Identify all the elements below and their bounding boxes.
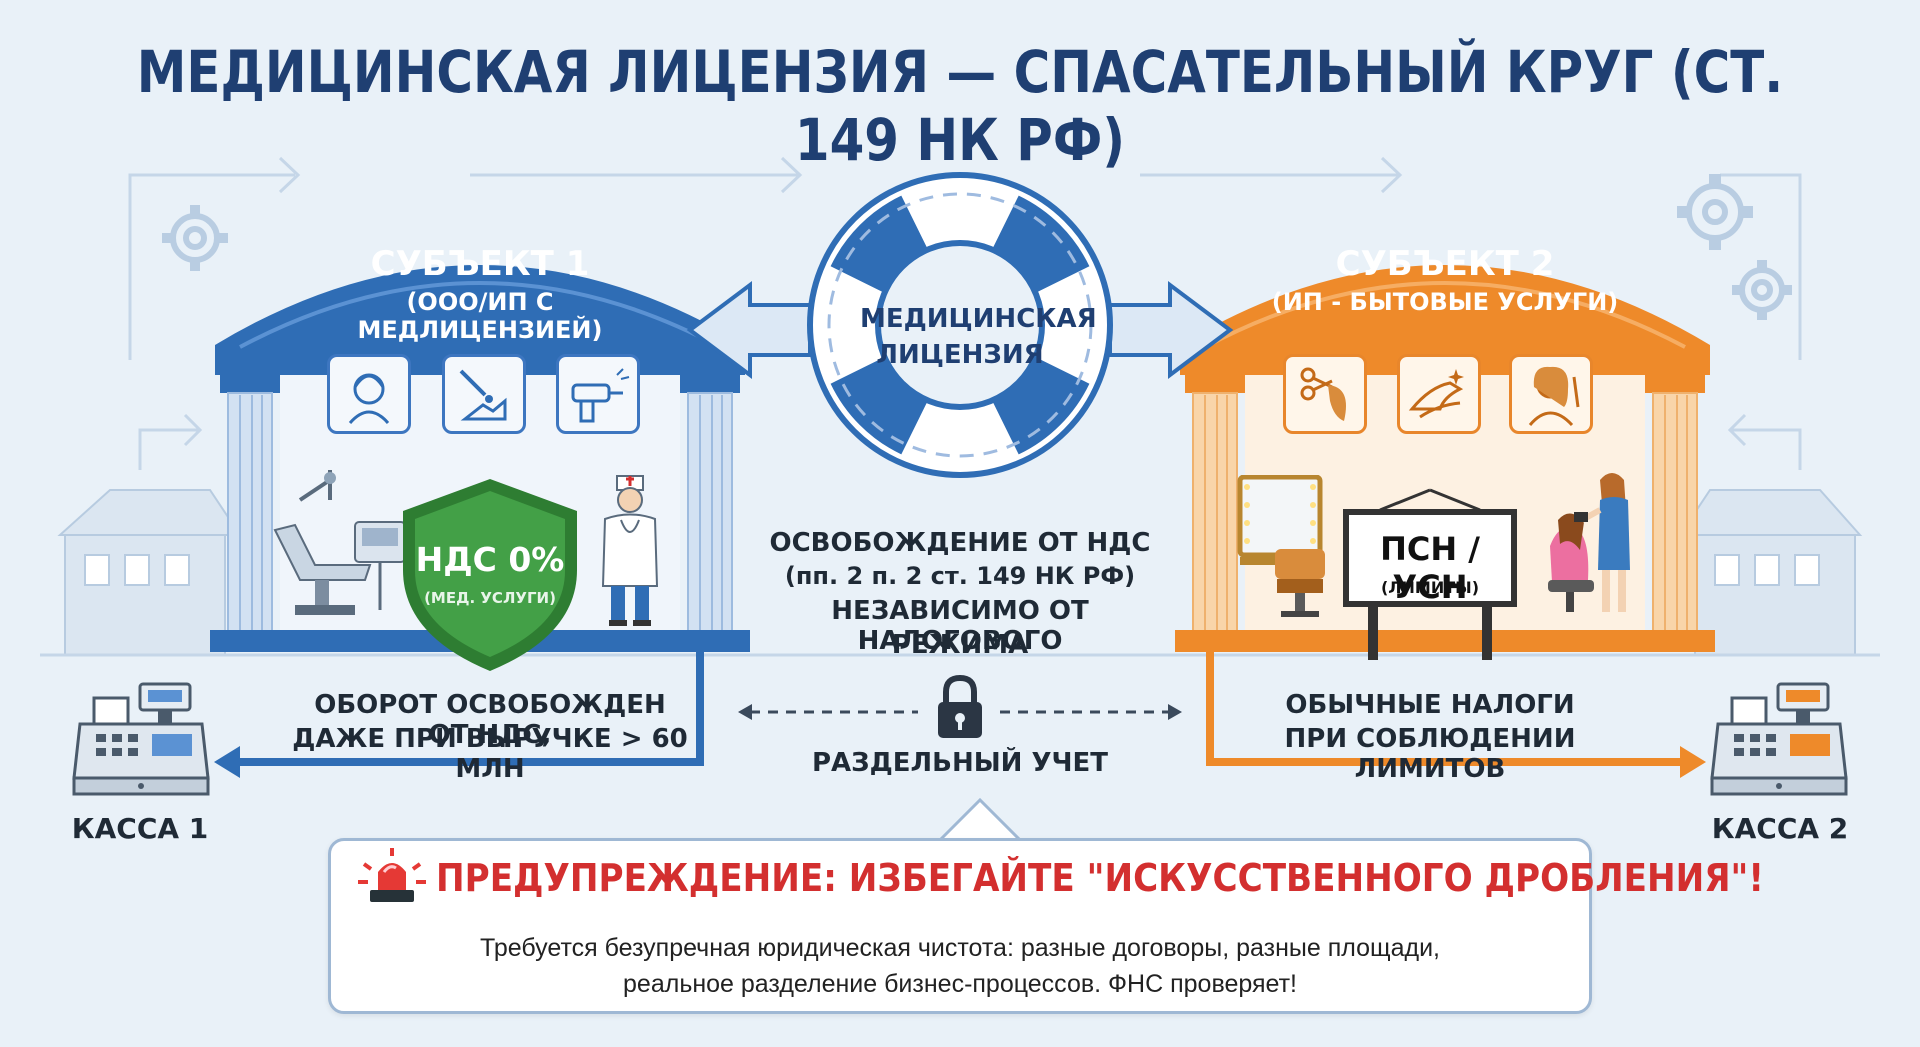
cash-register-2-label: КАССА 2 <box>1711 812 1849 845</box>
subject2-caption-line1: ОБЫЧНЫЕ НАЛОГИ <box>1285 690 1575 720</box>
exemption-line4: РЕЖИМА <box>891 630 1029 660</box>
exemption-line1: ОСВОБОЖДЕНИЕ ОТ НДС <box>769 528 1151 558</box>
exemption-line3: НЕЗАВИСИМО ОТ НАЛОГОВОГО <box>831 596 1089 656</box>
subject1-caption-line1: ОБОРОТ ОСВОБОЖДЕН ОТ НДС, <box>314 690 666 750</box>
warning-text: Требуется безупречная юридическая чистот… <box>340 930 1580 1002</box>
haircut-icon <box>1283 354 1367 434</box>
dental-laser-icon <box>442 354 526 434</box>
face-icon <box>327 354 411 434</box>
subject2-caption-line2: ПРИ СОБЛЮДЕНИИ ЛИМИТОВ <box>1284 724 1576 784</box>
warning-text-line1: Требуется безупречная юридическая чистот… <box>479 934 1440 962</box>
cash-register-2-icon <box>1710 682 1848 796</box>
manicure-icon <box>1397 354 1481 434</box>
hairdresser-icon <box>1509 354 1593 434</box>
tax-regime-sign <box>1343 488 1517 660</box>
cash-register-1-icon <box>72 682 210 796</box>
salon-mirror-icon <box>1237 475 1325 617</box>
warning-title: ПРЕДУПРЕЖДЕНИЕ: ИЗБЕГАЙТЕ "ИСКУССТВЕННОГ… <box>436 856 1764 900</box>
separate-accounting-label: РАЗДЕЛЬНЫЙ УЧЕТ <box>811 748 1109 778</box>
exemption-line2: (пп. 2 п. 2 ст. 149 НК РФ) <box>784 562 1136 590</box>
hairdresser-scene-icon <box>1548 473 1630 612</box>
subject2-subtitle: (ИП - БЫТОВЫЕ УСЛУГИ) <box>1271 288 1619 316</box>
subject1-title: СУБЪЕКТ 1 <box>370 244 590 284</box>
warning-text-line2: реальное разделение бизнес-процессов. ФН… <box>623 970 1297 998</box>
subject1-caption-line2: ДАЖЕ ПРИ ВЫРУЧКЕ > 60 МЛН <box>292 724 688 784</box>
vat-shield <box>403 479 577 671</box>
lifebuoy-label-line2: ЛИЦЕНЗИЯ <box>876 340 1044 370</box>
dental-drill-icon <box>556 354 640 434</box>
doctor-icon <box>601 475 659 626</box>
subject2-title: СУБЪЕКТ 2 <box>1335 244 1555 284</box>
subject1-subtitle: (ООО/ИП С МЕДЛИЦЕНЗИЕЙ) <box>357 288 603 344</box>
lifebuoy-label-line1: МЕДИЦИНСКАЯ <box>860 304 1097 334</box>
lock-icon <box>938 674 982 738</box>
lifebuoy-icon <box>807 172 1113 478</box>
page-title: МЕДИЦИНСКАЯ ЛИЦЕНЗИЯ — СПАСАТЕЛЬНЫЙ КРУГ… <box>136 38 1784 174</box>
tax-regime-sign-label: ПСН / УСН <box>1380 530 1480 606</box>
vat-shield-sublabel: (МЕД. УСЛУГИ) <box>424 589 556 607</box>
tax-regime-sign-sublabel: (ЛИМИТЫ) <box>1380 578 1480 597</box>
cash-register-1-label: КАССА 1 <box>71 812 209 845</box>
alarm-siren-icon <box>358 848 426 902</box>
dental-chair-icon <box>273 470 406 615</box>
vat-shield-label: НДС 0% <box>415 540 565 579</box>
warning-box <box>328 838 1592 1014</box>
